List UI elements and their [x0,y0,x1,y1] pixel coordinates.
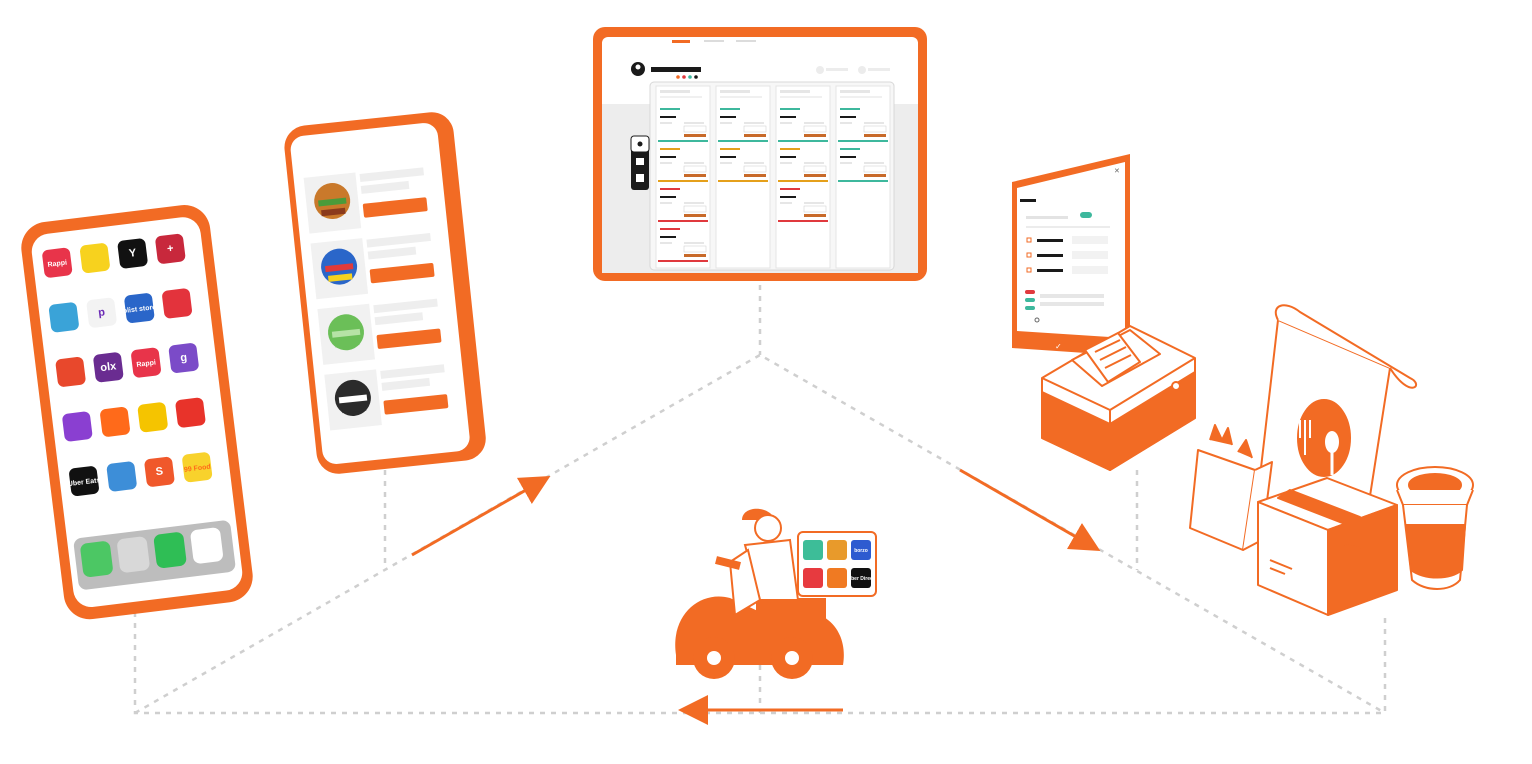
delivery-arrow-icon[interactable] [99,406,130,437]
catalog-tablet [284,112,486,474]
arrow-to-store [959,468,1101,551]
red-c-app-icon[interactable] [803,568,823,588]
order-card[interactable] [778,108,828,142]
app-label: Y [128,247,137,260]
kanban-column [715,85,771,269]
app-label: Uber Eats [68,477,101,488]
dock-icons [80,527,224,578]
order-card[interactable] [718,108,768,142]
checkbox-2[interactable] [1026,252,1032,258]
avatar-app-icon[interactable] [48,302,79,333]
coffee-cup-icon [1396,466,1474,590]
soccer-ball-icon[interactable] [324,362,449,431]
blue-app-icon[interactable] [106,461,137,492]
bottles-icon[interactable] [317,297,442,365]
order-card[interactable] [658,108,708,142]
burger-icon[interactable] [303,165,429,234]
rappi-icon[interactable]: Rappi [42,247,73,278]
p-app-icon[interactable]: p [86,297,117,328]
app-label: Uber Direct [848,576,875,582]
order-card[interactable] [778,188,828,222]
app-label: + [166,242,174,255]
bag-icon[interactable] [636,158,644,165]
phone-icon[interactable] [80,540,114,578]
pharmacy-cross-icon[interactable]: + [155,233,186,264]
order-card[interactable] [838,148,888,182]
flow-arrows [411,468,1101,725]
rappi-red-icon[interactable]: Rappi [130,347,161,378]
olist-store-icon[interactable]: olist store [121,292,158,324]
app-label: S [155,465,164,478]
mustache-brand-icon[interactable] [137,402,168,433]
dashboard-tablet [593,27,927,281]
receipt-printer-icon [1041,325,1196,471]
gmail-icon[interactable] [190,527,224,564]
olx-icon[interactable]: olx [93,352,124,383]
app-label: olist store [122,304,156,315]
99-food-icon[interactable]: 99 Food [182,452,213,483]
checkbox-1[interactable] [1026,237,1032,243]
product-list [303,165,449,431]
orange-app-icon[interactable] [827,568,847,588]
lemon-app-icon[interactable] [79,243,110,274]
order-card[interactable] [778,148,828,182]
medicine-icon[interactable] [310,231,436,300]
green-m-app-icon[interactable] [803,540,823,560]
package-box-icon [1257,477,1398,616]
order-card[interactable] [658,228,708,262]
ticket-app-icon[interactable] [827,540,847,560]
app-label: g [180,352,188,365]
toggle-switch[interactable] [1080,212,1092,218]
app-label: olx [100,360,118,374]
order-card[interactable] [658,188,708,222]
uber-direct-icon[interactable]: Uber Direct [848,568,875,588]
g-app-icon[interactable]: g [168,342,199,373]
app-label: p [98,306,106,319]
shopee-icon[interactable]: S [144,456,175,487]
app-label: Rappi [136,359,156,368]
arrow-brand-icon[interactable] [175,397,206,428]
kanban-column [655,85,711,269]
dashboard-side-toolbar [630,135,650,190]
whatsapp-icon[interactable] [153,531,187,569]
app-label: 99 Food [184,464,211,474]
order-card[interactable] [658,148,708,182]
calendar-icon[interactable] [636,174,644,182]
close-icon[interactable]: ✕ [1114,168,1120,175]
add-to-cart-button[interactable] [383,394,449,415]
add-to-cart-button[interactable] [362,197,428,218]
kanban-column [835,85,891,269]
order-card[interactable] [718,148,768,182]
order-terminal: ✕ ✓ [1012,154,1130,356]
pizza-brand-icon[interactable] [161,288,192,319]
borzo-icon[interactable]: borzo [851,540,871,560]
order-card[interactable] [838,108,888,142]
kanban-board [655,85,891,269]
confirm-check-icon[interactable]: ✓ [1055,342,1062,351]
dashed-connectors [133,285,1387,715]
contacts-icon[interactable] [116,536,150,573]
uber-eats-icon[interactable]: Uber Eats [66,465,102,497]
kanban-column [775,85,831,269]
broadcast-icon[interactable] [637,141,643,147]
aliexpress-icon[interactable] [55,356,86,387]
app-label: Rappi [47,260,67,269]
ghost-app-icon[interactable] [62,411,93,442]
add-to-cart-button[interactable] [376,328,442,349]
y-brand-icon[interactable]: Y [117,238,148,269]
add-to-cart-button[interactable] [369,262,435,284]
app-label: borzo [854,548,868,554]
arrow-to-dashboard [411,476,551,557]
checkbox-3[interactable] [1026,267,1032,273]
